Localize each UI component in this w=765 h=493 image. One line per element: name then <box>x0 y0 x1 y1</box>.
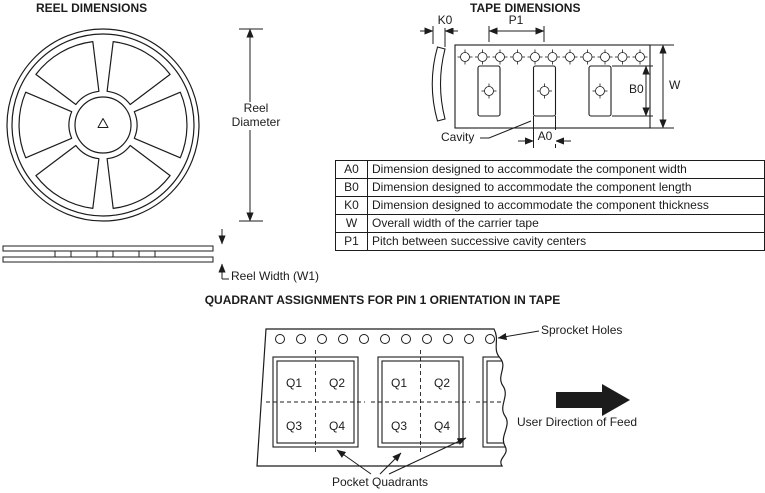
user-direction-of-feed-label: User Direction of Feed <box>517 415 638 429</box>
term-cell: A0 <box>335 160 368 179</box>
p1-dimension <box>488 26 545 42</box>
tape-dimensions-title: TAPE DIMENSIONS <box>470 1 581 15</box>
pocket-3-partial <box>476 356 508 448</box>
tape-dimensions-table: A0 Dimension designed to accommodate the… <box>335 160 765 251</box>
cavity-leader-line <box>480 120 532 139</box>
p1-label: P1 <box>506 13 526 28</box>
pocket1-q4-label: Q4 <box>328 419 345 433</box>
pocket-1 <box>266 350 365 454</box>
tape-edge-view <box>431 46 446 122</box>
pocket1-q2-label: Q2 <box>328 376 345 390</box>
term-cell: K0 <box>335 196 368 215</box>
table-row: K0 Dimension designed to accommodate the… <box>335 196 765 215</box>
b0-dimension <box>612 65 653 117</box>
table-row: B0 Dimension designed to accommodate the… <box>335 178 765 197</box>
pocket-quadrant-leaders <box>336 437 467 475</box>
reel-side-view <box>2 245 214 263</box>
term-cell: B0 <box>335 178 368 197</box>
w-dimension <box>650 44 674 129</box>
definition-cell: Dimension designed to accommodate the co… <box>367 160 765 179</box>
a0-label: A0 <box>534 129 556 144</box>
pocket2-q2-label: Q2 <box>433 376 450 390</box>
definition-cell: Overall width of the carrier tape <box>367 214 765 233</box>
reel-diameter-label: Reel Diameter <box>224 101 288 130</box>
pocket1-q1-label: Q1 <box>285 376 302 390</box>
b0-label: B0 <box>628 82 645 97</box>
k0-dimension <box>420 26 458 47</box>
pocket-2 <box>371 350 470 454</box>
reel-front-view <box>6 28 200 222</box>
reel-width-label: Reel Width (W1) <box>231 269 320 283</box>
reel-width-dimension <box>218 229 229 280</box>
tape-cavities <box>477 65 612 117</box>
quadrant-assignments-title: QUADRANT ASSIGNMENTS FOR PIN 1 ORIENTATI… <box>204 293 561 307</box>
pocket2-q4-label: Q4 <box>433 419 450 433</box>
sprocket-holes-label: Sprocket Holes <box>541 323 623 337</box>
sprocket-holes-leader <box>497 330 540 341</box>
reel-center-mark <box>97 118 109 128</box>
pocket2-q1-label: Q1 <box>390 376 407 390</box>
reel-dimensions-title: REEL DIMENSIONS <box>36 1 148 15</box>
k0-label: K0 <box>435 13 455 28</box>
table-row: P1 Pitch between successive cavity cente… <box>335 232 765 251</box>
w-label: W <box>668 78 682 93</box>
table-row: A0 Dimension designed to accommodate the… <box>335 160 765 179</box>
definition-cell: Dimension designed to accommodate the co… <box>367 196 765 215</box>
definition-cell: Pitch between successive cavity centers <box>367 232 765 251</box>
term-cell: P1 <box>335 232 368 251</box>
pocket2-q3-label: Q3 <box>390 419 407 433</box>
bottom-sprocket-holes <box>275 334 495 344</box>
pocket1-q3-label: Q3 <box>285 419 302 433</box>
definition-cell: Dimension designed to accommodate the co… <box>367 178 765 197</box>
term-cell: W <box>335 214 368 233</box>
quadrant-tape-contents <box>266 334 508 454</box>
feed-arrow <box>556 384 630 416</box>
table-row: W Overall width of the carrier tape <box>335 214 765 233</box>
cavity-label: Cavity <box>441 130 475 144</box>
pocket-quadrants-label: Pocket Quadrants <box>332 475 429 489</box>
